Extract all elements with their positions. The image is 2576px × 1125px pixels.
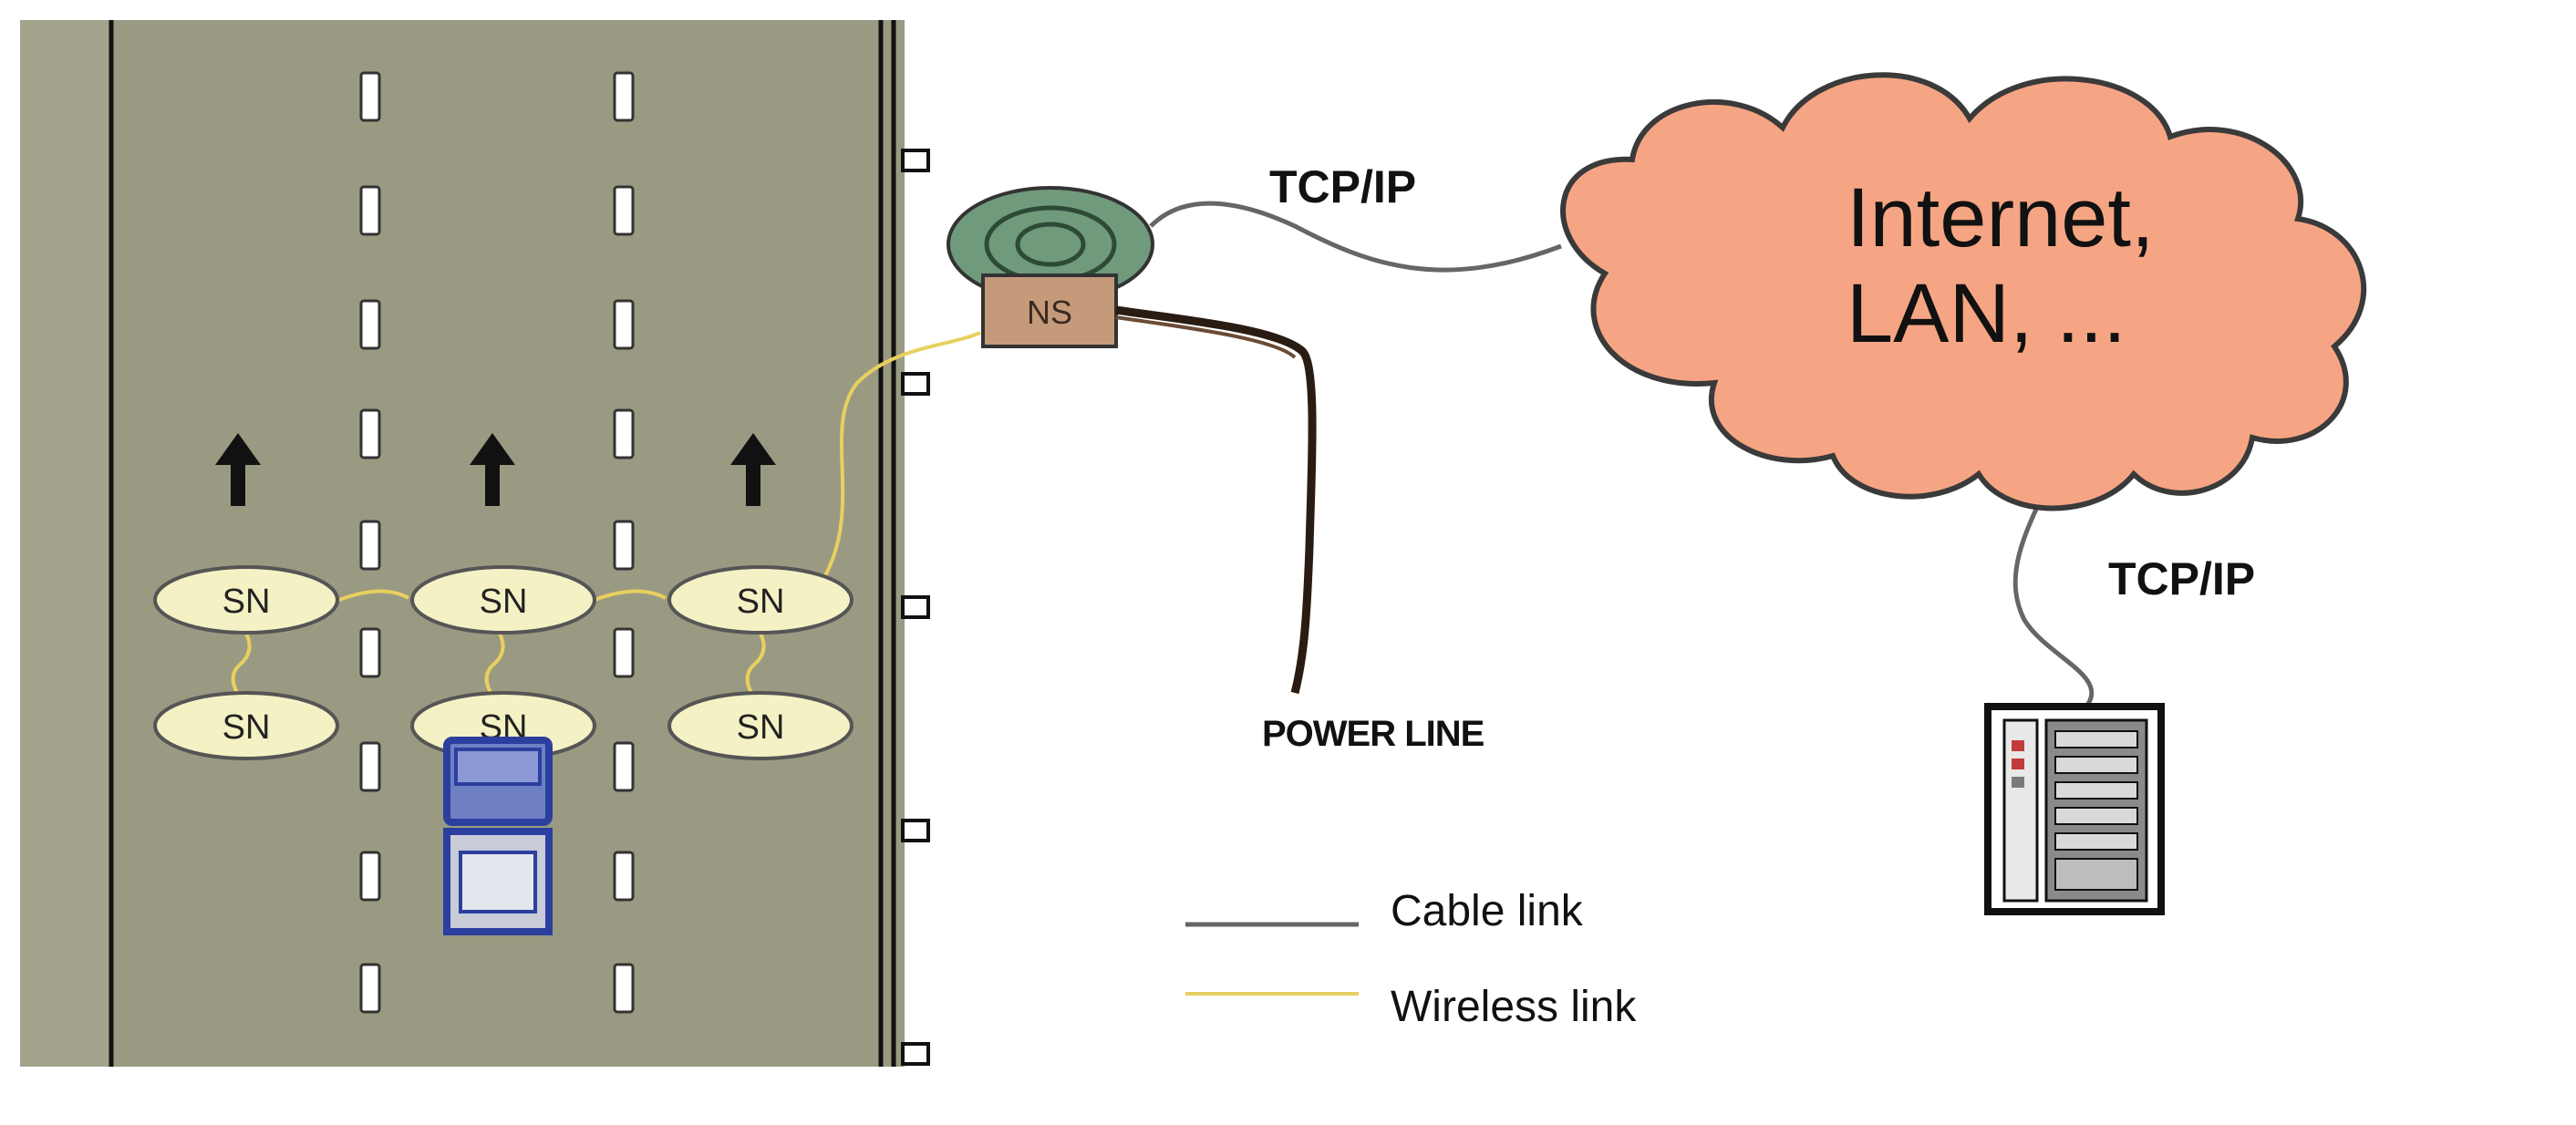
lane-divider-2 xyxy=(613,71,635,1014)
roadside-post xyxy=(901,819,930,842)
roadside-posts xyxy=(901,149,930,1066)
roadside-post xyxy=(901,595,930,619)
cloud-icon: Internet, LAN, ... xyxy=(1560,72,2367,511)
lane-divider-1 xyxy=(359,71,381,1014)
cloud-label-line1: Internet, xyxy=(1847,171,2155,264)
server-tower-icon xyxy=(1984,703,2165,915)
cloud-label-line2: LAN, ... xyxy=(1847,267,2126,360)
sensor-node: SN xyxy=(153,691,339,760)
wireless-links xyxy=(231,331,981,704)
power-line-label: POWER LINE xyxy=(1262,714,1485,754)
wireless-link xyxy=(484,633,505,704)
network-station-label: NS xyxy=(1027,294,1072,331)
roadside-post xyxy=(901,1042,930,1066)
wireless-link xyxy=(338,589,409,602)
legend-wireless-label: Wireless link xyxy=(1391,983,1637,1031)
wireless-link xyxy=(594,589,667,602)
sensor-node: SN xyxy=(410,565,596,635)
sensor-node: SN xyxy=(153,565,339,635)
sensor-node-label: SN xyxy=(222,583,271,621)
cable-link xyxy=(1149,201,1562,273)
sensor-node: SN xyxy=(667,691,853,760)
wireless-link xyxy=(231,633,252,704)
cable-link xyxy=(2012,490,2095,706)
up-arrow-icon xyxy=(470,433,515,506)
legend-cable-label: Cable link xyxy=(1391,887,1584,935)
sensor-node: SN xyxy=(667,565,853,635)
antenna-station-icon: NS xyxy=(947,186,1154,348)
legend: Cable link Wireless link xyxy=(1185,887,1637,1031)
sensor-node-label: SN xyxy=(737,708,785,747)
network-station-box xyxy=(981,274,1118,348)
tcp-ip-label-top: TCP/IP xyxy=(1269,161,1416,212)
tcp-ip-label-bottom: TCP/IP xyxy=(2108,553,2255,604)
roadside-post xyxy=(901,372,930,396)
sensor-node-label: SN xyxy=(222,708,271,747)
power-cable xyxy=(1115,305,1317,695)
sensor-node-label: SN xyxy=(480,583,528,621)
sensor-node-label: SN xyxy=(737,583,785,621)
wireless-link xyxy=(819,331,981,585)
left-shoulder xyxy=(20,20,111,1067)
roadside-post xyxy=(901,149,930,172)
sensor-nodes: SN SN SN SN SN SN xyxy=(153,565,853,760)
up-arrow-icon xyxy=(215,433,261,506)
internet-cloud xyxy=(1560,72,2367,511)
truck-icon xyxy=(443,737,553,935)
up-arrow-icon xyxy=(730,433,776,506)
wireless-link xyxy=(745,633,766,704)
